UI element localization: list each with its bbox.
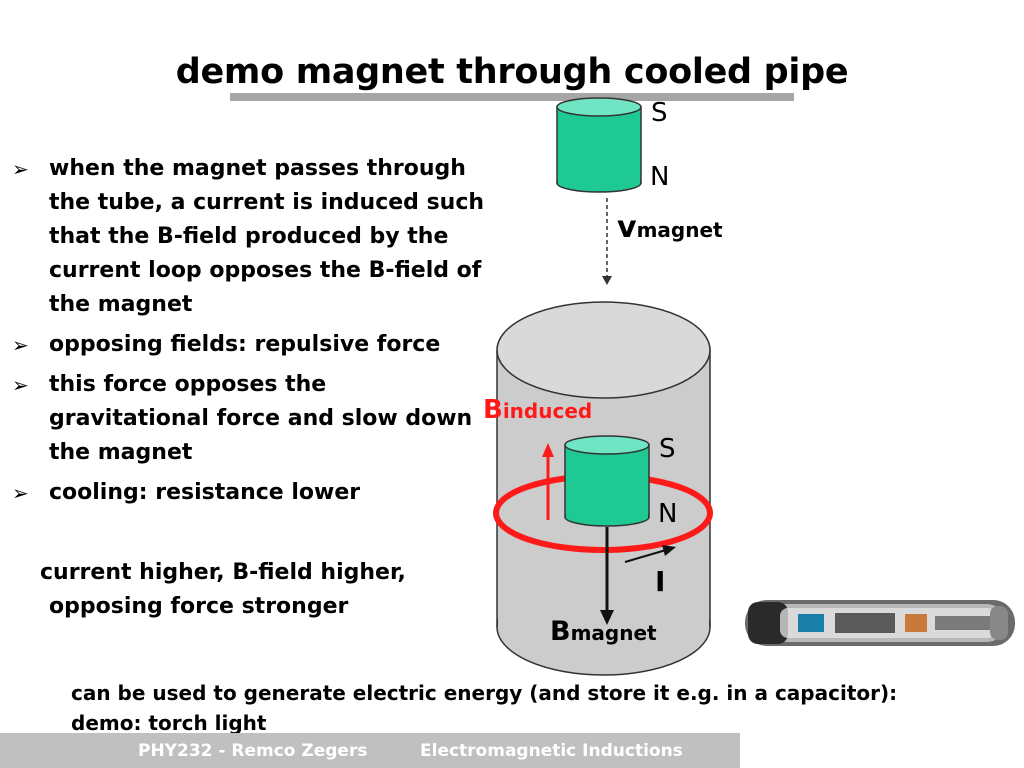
velocity-subscript: magnet [636, 218, 723, 242]
footer-topic: Electromagnetic Inductions [420, 741, 683, 761]
bullet-text: this force opposes the gravitational for… [49, 372, 473, 465]
top-magnet-north-label: N [650, 162, 670, 192]
bullet-list: ➢ when the magnet passes through the tube… [12, 152, 492, 516]
bottom-note-line: can be used to generate electric energy … [71, 681, 898, 705]
velocity-symbol: v [617, 210, 637, 245]
b-induced-arrowhead [542, 443, 554, 457]
current-direction-arrow [624, 549, 667, 563]
continuation-line: current higher, B-field higher, [40, 560, 406, 585]
b-magnet-label: Bmagnet [550, 616, 657, 647]
bullet-item: ➢ opposing fields: repulsive force [12, 328, 492, 362]
velocity-arrowhead [602, 276, 612, 285]
bullet-text: opposing fields: repulsive force [49, 332, 441, 357]
bullet-text: cooling: resistance lower [49, 480, 361, 505]
top-magnet-south-label: S [651, 98, 668, 128]
footer-author: PHY232 - Remco Zegers [138, 741, 368, 761]
current-arrowhead [662, 545, 676, 556]
bullet-arrow-icon: ➢ [12, 157, 29, 181]
bottom-note-line: demo: torch light [71, 711, 267, 735]
footer-bar: PHY232 - Remco Zegers Electromagnetic In… [0, 733, 740, 768]
b-magnet-arrowhead [600, 610, 614, 625]
b-induced-symbol: B [483, 395, 503, 425]
inner-magnet-north-label: N [658, 499, 678, 529]
inner-magnet [564, 435, 650, 527]
current-label: I [655, 565, 666, 598]
bullet-arrow-icon: ➢ [12, 481, 29, 505]
bullet-item: ➢ this force opposes the gravitational fo… [12, 368, 492, 470]
velocity-label: vmagnet [617, 210, 723, 245]
title-underline-bar [230, 93, 794, 101]
top-magnet [556, 97, 642, 193]
bullet-item: ➢ cooling: resistance lower [12, 476, 492, 510]
slide-title: demo magnet through cooled pipe [175, 52, 849, 92]
bullet-text: when the magnet passes through the tube,… [49, 156, 485, 317]
continuation-text: current higher, B-field higher, opposing… [40, 556, 500, 624]
bullet-arrow-icon: ➢ [12, 333, 29, 357]
bullet-arrow-icon: ➢ [12, 373, 29, 397]
continuation-line: opposing force stronger [49, 594, 349, 619]
inner-magnet-south-label: S [659, 434, 676, 464]
b-magnet-symbol: B [550, 616, 571, 647]
b-induced-subscript: induced [502, 399, 593, 423]
b-induced-label: Binduced [483, 395, 592, 425]
b-magnet-subscript: magnet [570, 621, 657, 645]
bullet-item: ➢ when the magnet passes through the tube… [12, 152, 492, 322]
bottom-note: can be used to generate electric energy … [71, 678, 897, 738]
torch-light-image [745, 600, 1015, 646]
